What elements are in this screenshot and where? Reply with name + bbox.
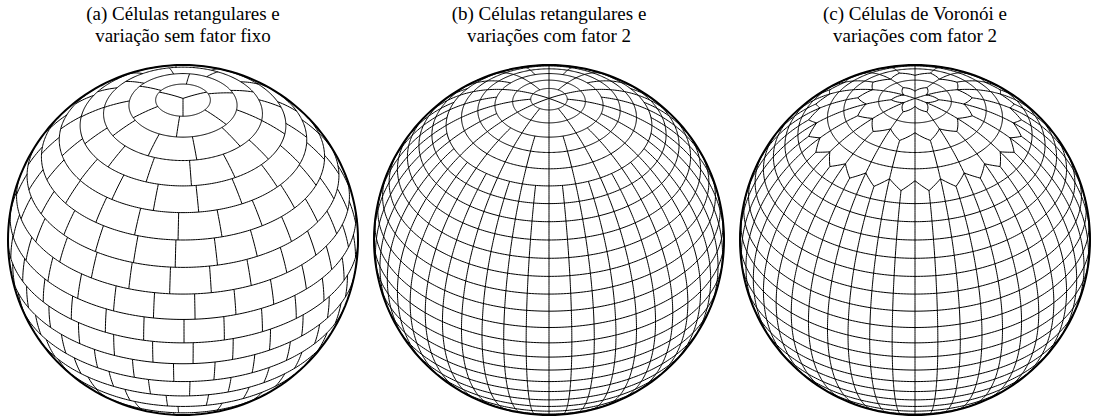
cell-grid [8, 65, 358, 415]
sphere-figure [8, 65, 358, 415]
panel-caption: (b) Células retangulares e variações com… [424, 3, 674, 47]
sphere-outline [8, 65, 358, 415]
cell-grid [740, 65, 1090, 415]
sphere-figure [740, 65, 1090, 415]
panel-caption: (a) Células retangulares e variação sem … [58, 3, 308, 47]
panel-caption: (c) Células de Voronói e variações com f… [790, 3, 1040, 47]
sphere-outline [740, 65, 1090, 415]
cell-grid [374, 65, 724, 415]
sphere-figure [374, 65, 724, 415]
sphere-outline [374, 65, 724, 415]
